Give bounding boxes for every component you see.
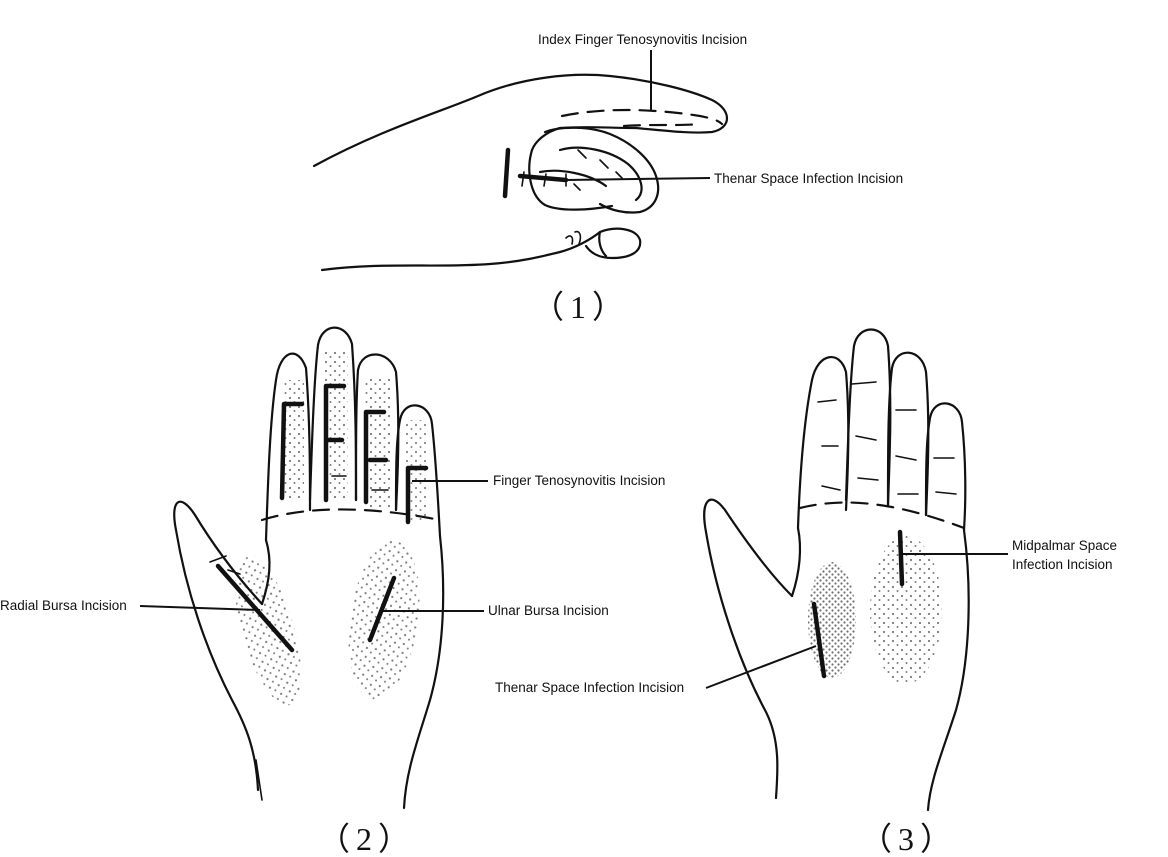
label-radial-bursa: Radial Bursa Incision	[0, 598, 127, 613]
caption-panel-1: （1）	[532, 289, 631, 325]
label-ulnar-bursa: Ulnar Bursa Incision	[488, 603, 609, 618]
panel-1-hand	[312, 50, 729, 272]
label-index-finger-tenosynovitis: Index Finger Tenosynovitis Incision	[538, 32, 748, 47]
label-midpalmar-space: Midpalmar Space Infection Incision	[1012, 538, 1118, 572]
label-thenar-space-panel-1: Thenar Space Infection Incision	[714, 171, 904, 186]
panel-3-hand	[703, 328, 1008, 812]
caption-panel-3: （3）	[860, 821, 959, 857]
label-finger-tenosynovitis: Finger Tenosynovitis Incision	[493, 473, 666, 488]
caption-panel-2: （2）	[318, 821, 417, 857]
panel-2-hand	[139, 326, 488, 810]
label-thenar-space-panel-3: Thenar Space Infection Incision	[495, 680, 685, 695]
